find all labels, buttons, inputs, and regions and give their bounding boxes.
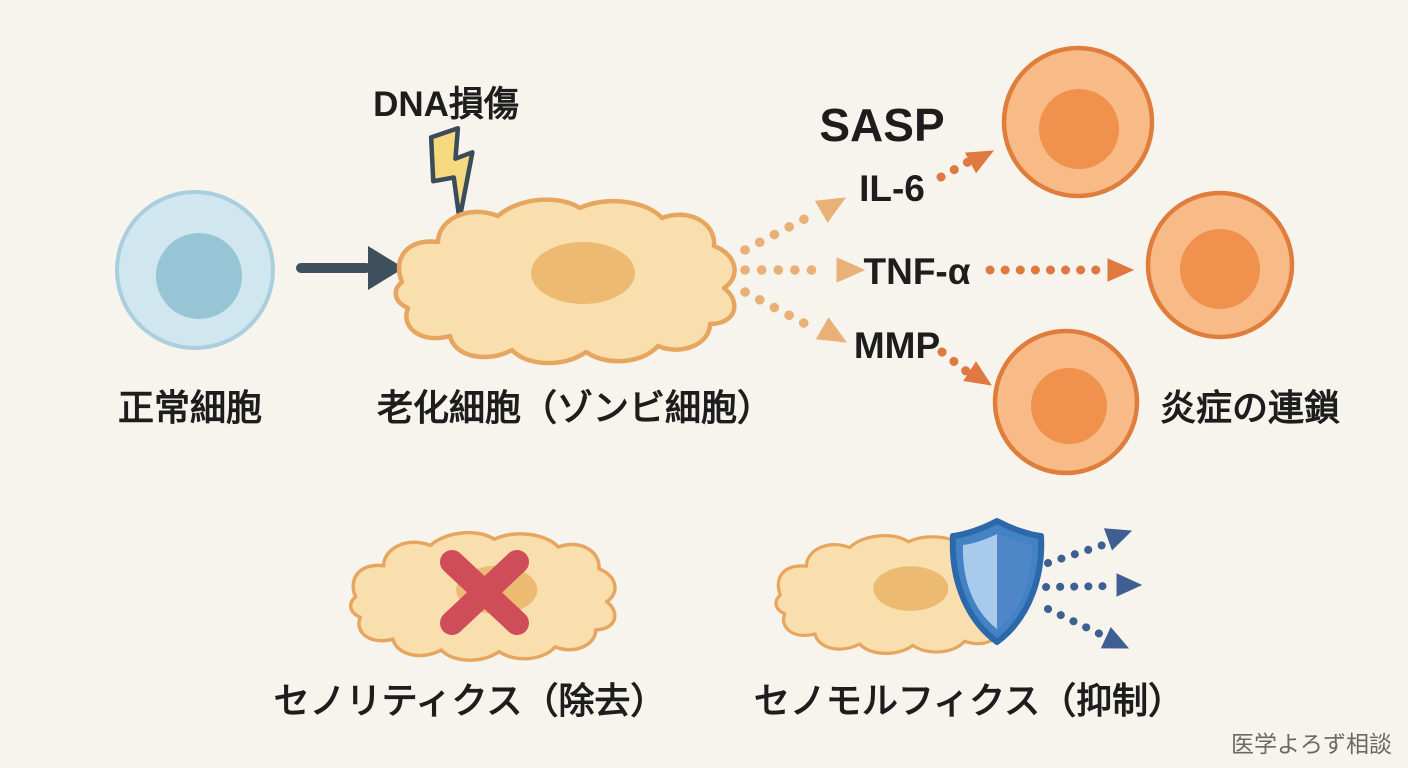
arrow-right-icon [296, 246, 404, 290]
arrow-head [368, 246, 404, 290]
shield-icon [949, 518, 1045, 645]
senomorphics-cell-nucleus [873, 566, 949, 611]
dotted-arrow-mmp-head [815, 317, 848, 343]
blocked-arrow-top [1044, 541, 1107, 567]
dotted-arrow-il6-head [814, 197, 847, 223]
normal-cell-label: 正常細胞 [118, 387, 262, 428]
sasp-fan-dotted-arrows [740, 197, 866, 343]
sasp-factor-tnf: TNF-α [864, 251, 971, 292]
sasp-title: SASP [819, 99, 944, 151]
dotted-arrow-mmp [740, 287, 820, 334]
dotted-arrow-il6 [740, 210, 817, 255]
inflamed-cell-1-nucleus [1039, 89, 1119, 169]
lightning-bolt-icon [428, 126, 475, 222]
dna-damage-label: DNA損傷 [373, 85, 519, 124]
shield-inner-dark [997, 534, 1032, 629]
sasp-to-cell-dotted-arrows [936, 150, 1135, 386]
senescent-cell-label: 老化細胞（ゾンビ細胞） [377, 387, 773, 428]
blocked-arrow-mid-head [1116, 573, 1143, 597]
sasp-factor-mmp: MMP [854, 325, 940, 366]
sasp-factor-il6: IL-6 [859, 168, 925, 209]
inflamed-cell-icon-3 [992, 328, 1140, 476]
normal-cell-nucleus [156, 233, 242, 319]
x-mark-stroke-2 [440, 550, 529, 635]
inflamed-cell-3-nucleus [1031, 368, 1107, 444]
dotted-arrow-to-cell-2-head [1107, 258, 1135, 282]
dotted-arrow-to-cell-1 [936, 157, 973, 182]
blocked-dotted-arrows [1042, 528, 1143, 649]
senomorphics-label: セノモルフィクス（抑制） [754, 680, 1184, 721]
inflamed-cell-2-nucleus [1180, 229, 1260, 309]
senescent-cell-nucleus [531, 242, 635, 304]
senescent-cell-icon [393, 197, 737, 366]
blocked-arrow-bottom-head [1100, 626, 1130, 649]
blocked-arrow-mid [1042, 582, 1116, 591]
blocked-arrow-bottom [1044, 605, 1104, 638]
inflamed-cell-icon-2 [1145, 190, 1295, 340]
dotted-arrow-to-cell-3 [937, 347, 971, 376]
inflamed-cell-icon-1 [1001, 45, 1155, 199]
watermark-text: 医学よろず相談 [1231, 731, 1392, 757]
x-mark-icon [440, 550, 529, 635]
dotted-arrow-tnf-head [836, 257, 866, 283]
inflammation-label: 炎症の連鎖 [1160, 387, 1340, 428]
dotted-arrow-to-cell-3-head [963, 361, 993, 386]
dotted-arrow-to-cell-1-head [964, 150, 995, 174]
blocked-arrow-top-head [1103, 528, 1133, 551]
senolytics-label: セノリティクス（除去） [274, 680, 667, 721]
normal-cell-icon [115, 190, 275, 350]
